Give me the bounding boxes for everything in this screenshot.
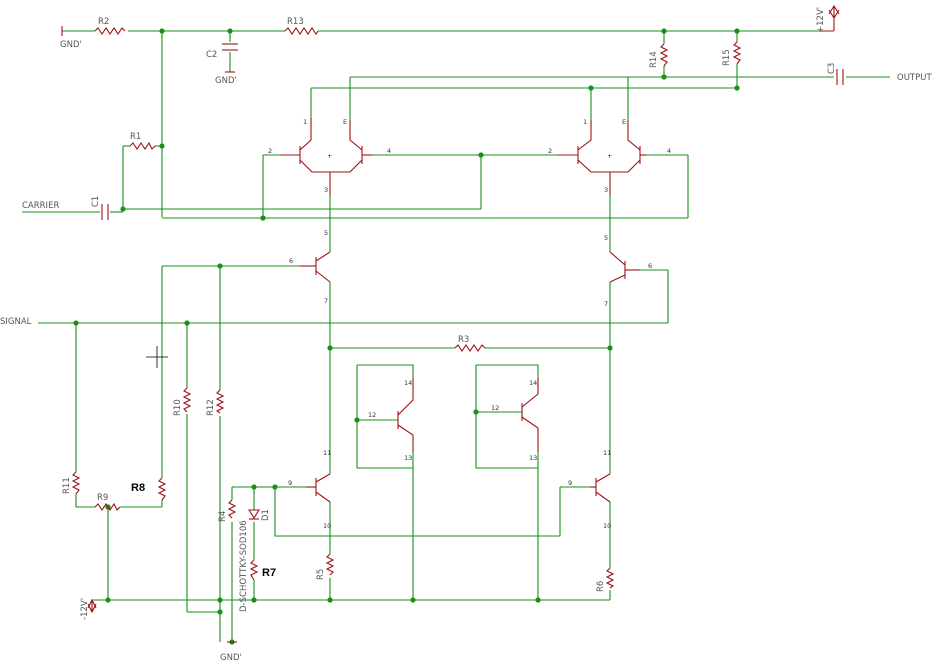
transistor-q5: [300, 251, 331, 283]
pin-label: 4: [387, 147, 391, 155]
label-gnd-c2: GND': [215, 76, 237, 86]
pin-label: 3: [324, 186, 328, 194]
pin-label: 5: [604, 234, 608, 242]
pin-label: E: [622, 118, 626, 126]
pin-label: 11: [323, 449, 331, 457]
pin-label: 2: [548, 147, 552, 155]
crosshair-cursor-icon: [146, 346, 168, 368]
pin-label: E: [343, 118, 347, 126]
label-signal: SIGNAL: [0, 317, 32, 327]
label-r4: R4: [218, 511, 228, 522]
junction-dots: [73, 28, 740, 645]
pin-label: 6: [648, 262, 652, 270]
pin-label: 10: [323, 522, 331, 530]
resistor-r8: [157, 477, 167, 501]
transistor-q6: [609, 251, 640, 283]
resistor-r12: [215, 389, 225, 414]
pin-label: 1: [583, 118, 587, 126]
capacitor-c1: [101, 204, 109, 220]
label-r14: R14: [649, 51, 659, 68]
label-carrier: CARRIER: [22, 201, 59, 211]
resistor-r3: [454, 344, 486, 352]
supply-symbols: [61, 4, 840, 643]
pin-label: 9: [288, 479, 292, 487]
label-r10: R10: [173, 399, 183, 416]
label-r2: R2: [98, 17, 109, 27]
label-vee: -12V': [80, 598, 90, 620]
pin-label: 13: [529, 454, 537, 462]
pin-label: 10: [603, 522, 611, 530]
transistor-q7: [397, 378, 414, 452]
transistor-q9: [306, 473, 331, 503]
resistor-r2: [94, 27, 126, 35]
transistor-q3: [558, 120, 611, 195]
resistor-r7: [249, 559, 259, 581]
vcc-arrow-icon: [820, 4, 840, 32]
label-output: OUTPUT: [897, 73, 932, 83]
resistor-r14: [659, 43, 669, 67]
capacitor-c2: [222, 43, 238, 51]
pin-label: 3: [604, 186, 608, 194]
pin-label: 13: [404, 454, 412, 462]
svg-text:+: +: [607, 152, 612, 160]
resistor-r6: [605, 567, 615, 589]
pin-label: 7: [324, 297, 328, 305]
label-r7: R7: [262, 567, 276, 579]
pin-label: 1: [303, 118, 307, 126]
pin-label: 6: [289, 257, 293, 265]
resistor-r4: [227, 499, 237, 519]
label-r3: R3: [458, 335, 469, 345]
component-labels: GND' R2 R13 C2 GND' +12V' R14 R15 C3 OUT…: [0, 7, 932, 663]
label-c2: C2: [206, 50, 217, 60]
transistors: + +: [280, 118, 646, 503]
pin-label: 4: [667, 147, 671, 155]
label-gnd-bottom: GND': [220, 653, 242, 663]
resistor-r10: [182, 387, 192, 413]
pin-label: 12: [368, 411, 376, 419]
label-r8: R8: [131, 482, 145, 494]
label-vcc: +12V': [816, 7, 826, 33]
label-r6: R6: [596, 581, 606, 592]
capacitors: [101, 43, 844, 220]
label-d1: D1: [261, 509, 271, 521]
transistor-q10: [590, 473, 611, 503]
transistor-q4: +: [607, 120, 646, 173]
label-r15: R15: [722, 49, 732, 66]
wires: [22, 30, 890, 642]
resistor-r11: [71, 471, 81, 495]
pin-label: 5: [324, 229, 328, 237]
label-gnd-top: GND': [60, 40, 82, 50]
label-c3: C3: [827, 63, 837, 74]
label-r12: R12: [206, 399, 216, 416]
label-c1: C1: [91, 196, 101, 207]
label-r1: R1: [130, 132, 141, 142]
resistor-r15: [732, 41, 742, 65]
pin-label: 2: [268, 147, 272, 155]
pin-labels: 1 E 2 4 3 1 E 2 4 3 5 6 7 5 6 7 14 12 13…: [268, 118, 671, 530]
label-r9: R9: [97, 493, 108, 503]
label-r5: R5: [316, 569, 326, 580]
pin-label: 9: [568, 479, 572, 487]
resistor-r5: [325, 553, 335, 576]
vee-arrow-icon: [87, 598, 97, 614]
pin-label: 11: [603, 449, 611, 457]
label-r11: R11: [62, 477, 72, 494]
pin-label: 7: [604, 300, 608, 308]
pin-label: 14: [404, 379, 412, 387]
transistor-q8: [521, 378, 539, 452]
pin-label: 14: [529, 379, 537, 387]
label-r13: R13: [287, 17, 304, 27]
resistors: [71, 27, 742, 589]
resistor-r9: [94, 502, 121, 511]
resistor-r1: [129, 141, 156, 150]
label-diode-part: D-SCHOTTKY-SOD106: [239, 520, 249, 612]
resistor-r13: [284, 27, 319, 35]
transistor-q1: [280, 118, 331, 195]
svg-text:+: +: [327, 152, 332, 160]
transistor-q2: +: [327, 120, 372, 173]
diode-d1: [248, 509, 260, 520]
pin-label: 12: [491, 404, 499, 412]
capacitor-c3: [836, 69, 844, 85]
